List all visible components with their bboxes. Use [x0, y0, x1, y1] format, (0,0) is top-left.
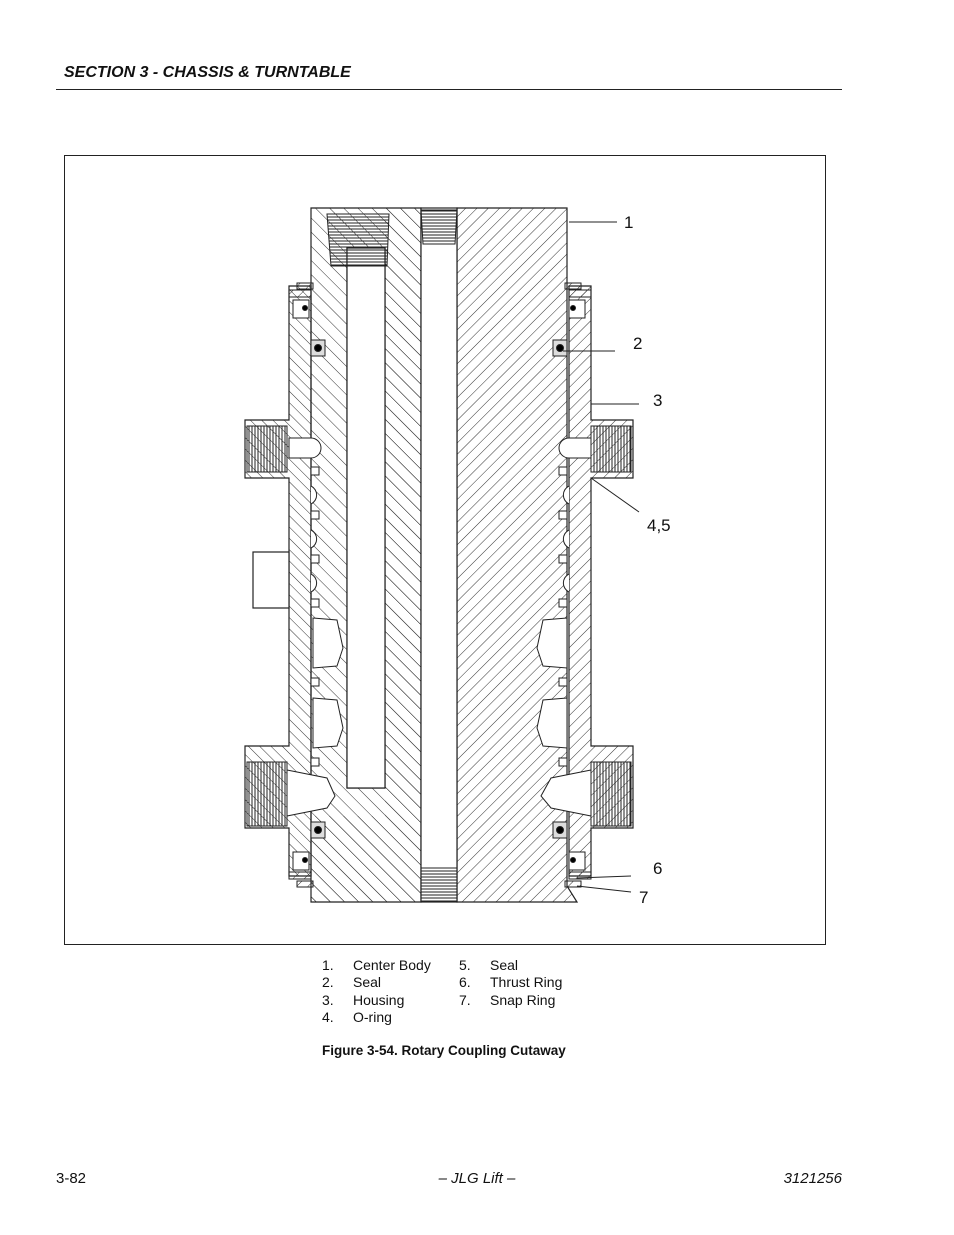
callout-1: 1: [624, 213, 633, 232]
legend-item: 1.Center Body: [322, 957, 431, 973]
callout-3: 3: [653, 391, 662, 410]
callout-4-5: 4,5: [647, 516, 671, 535]
rotary-coupling-figure: 1 2 3 4,5 6 7: [64, 155, 826, 945]
legend-item: 7.Snap Ring: [459, 991, 556, 1008]
callout-7: 7: [639, 888, 648, 907]
callout-2: 2: [633, 334, 642, 353]
rotary-coupling-cutaway-drawing: 1 2 3 4,5 6 7: [244, 207, 671, 907]
header-divider: [56, 89, 842, 90]
center-bore: [420, 207, 458, 903]
legend-item: 4.O-ring: [322, 1008, 392, 1025]
legend-column-1: 1.Center Body 2.Seal 3.Housing 4.O-ring: [322, 957, 462, 1026]
side-passage: [346, 247, 386, 789]
legend-item: 2.Seal: [322, 974, 382, 991]
publisher: – JLG Lift –: [438, 1170, 516, 1187]
figure-caption: Figure 3-54. Rotary Coupling Cutaway: [322, 1043, 566, 1058]
section-title: SECTION 3 - CHASSIS & TURNTABLE: [64, 64, 351, 81]
callout-6: 6: [653, 859, 662, 878]
legend-item: 5.Seal: [459, 957, 519, 973]
page-number: 3-82: [56, 1170, 87, 1187]
legend-item: 6.Thrust Ring: [459, 974, 563, 991]
legend-item: 3.Housing: [322, 991, 405, 1008]
document-number: 3121256: [783, 1170, 842, 1187]
thrust-and-snap-rings: [288, 282, 592, 888]
seal-markers: [292, 299, 586, 871]
legend-column-2: 5.Seal 6.Thrust Ring 7.Snap Ring: [459, 957, 599, 1009]
